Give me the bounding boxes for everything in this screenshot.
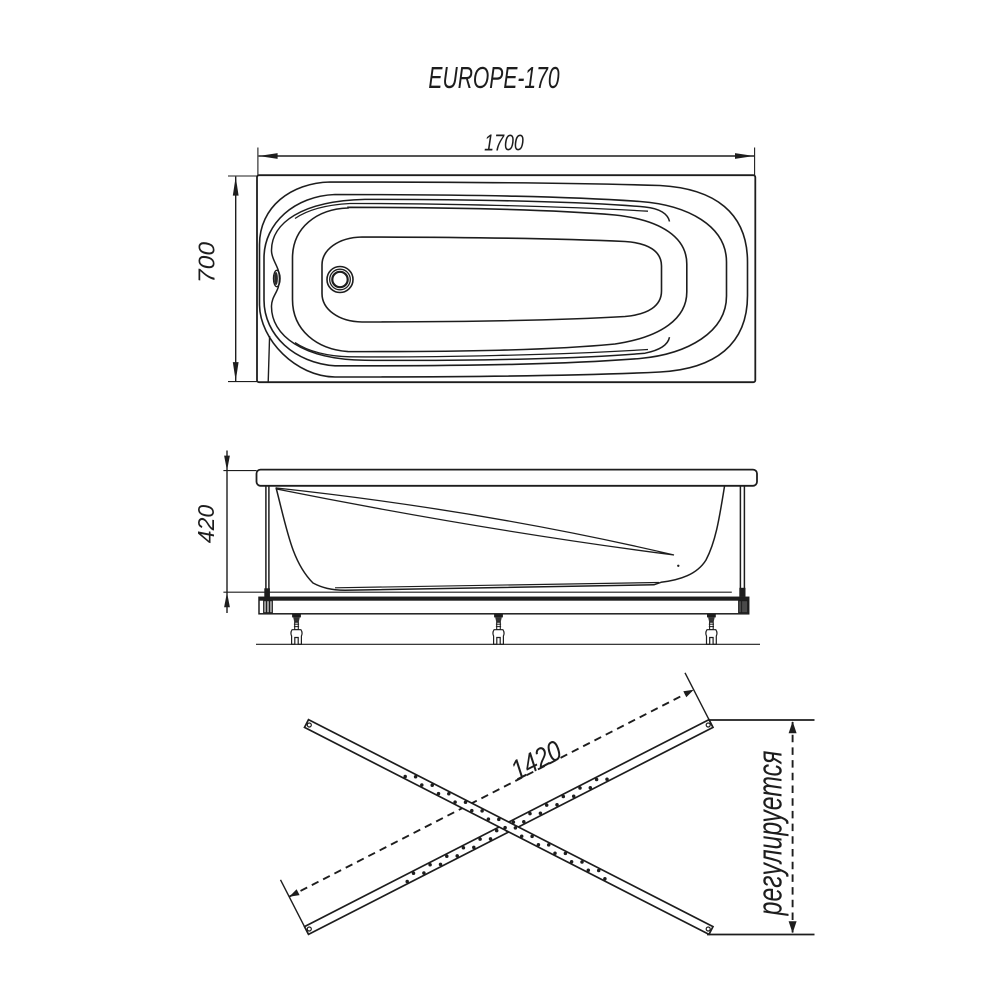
svg-text:1700: 1700 <box>484 130 524 156</box>
svg-text:700: 700 <box>194 241 220 283</box>
svg-text:регулируется: регулируется <box>752 751 790 917</box>
svg-text:420: 420 <box>193 505 219 544</box>
svg-text:EUROPE-170: EUROPE-170 <box>428 60 559 95</box>
